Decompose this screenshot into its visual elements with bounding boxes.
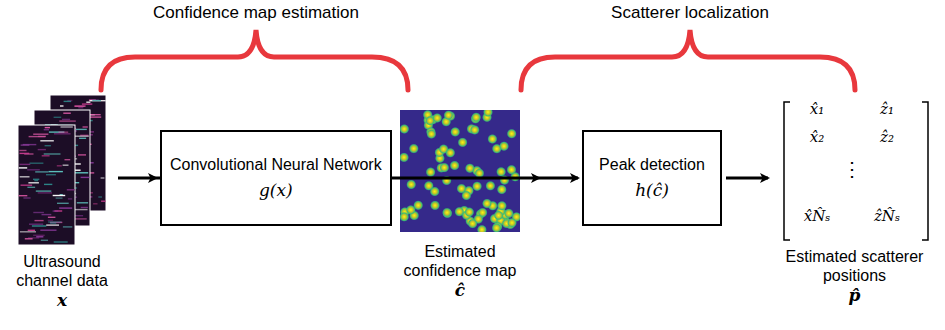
matrix-entry: ẑ₂: [880, 128, 894, 146]
figure-node: Estimated confidence mapĉ: [385, 108, 535, 301]
stage-heading: Scatterer localization: [611, 3, 769, 23]
matrix-entry: x̂₁: [810, 100, 824, 118]
matrix-bracket-right: [922, 102, 928, 240]
channel-data-frames: [18, 95, 106, 245]
math-symbol: h(ĉ): [635, 180, 669, 201]
confidence-map: [400, 110, 520, 232]
matrix-entry: x̂N̂ₛ: [804, 207, 831, 225]
node-label: Ultrasound channel data: [10, 252, 114, 290]
node-label: Estimated scatterer positions: [772, 247, 937, 285]
matrix-entry: ⋮: [842, 157, 862, 181]
process-box: Convolutional Neural Network g(x): [160, 130, 392, 226]
figure-node: Estimated scatterer positionsp̂ x̂₁ ẑ₁ x̂₂ ẑ…: [772, 95, 937, 306]
flow-arrow: [539, 177, 578, 180]
matrix-entry: ẑN̂ₛ: [874, 207, 900, 225]
matrix-entry: x̂₂: [810, 128, 824, 146]
flow-arrow: [118, 177, 156, 180]
left-brace: [101, 30, 408, 90]
math-symbol: x: [10, 290, 114, 311]
flow-arrow: [726, 177, 768, 180]
matrix-bracket-left: [784, 102, 790, 240]
figure-node: Ultrasound channel datax: [10, 92, 114, 311]
right-brace: [521, 30, 855, 90]
math-symbol: p̂: [772, 285, 937, 306]
confidence-peaks: [400, 110, 520, 232]
matrix-entry: ẑ₁: [880, 100, 894, 118]
node-label: Estimated confidence map: [385, 242, 535, 280]
node-label: Peak detection: [599, 155, 705, 174]
process-box: Peak detection h(ĉ): [582, 130, 722, 226]
stage-heading: Confidence map estimation: [153, 3, 359, 23]
node-label: Convolutional Neural Network: [170, 155, 382, 174]
math-symbol: ĉ: [385, 280, 535, 301]
math-symbol: g(x): [259, 180, 293, 201]
